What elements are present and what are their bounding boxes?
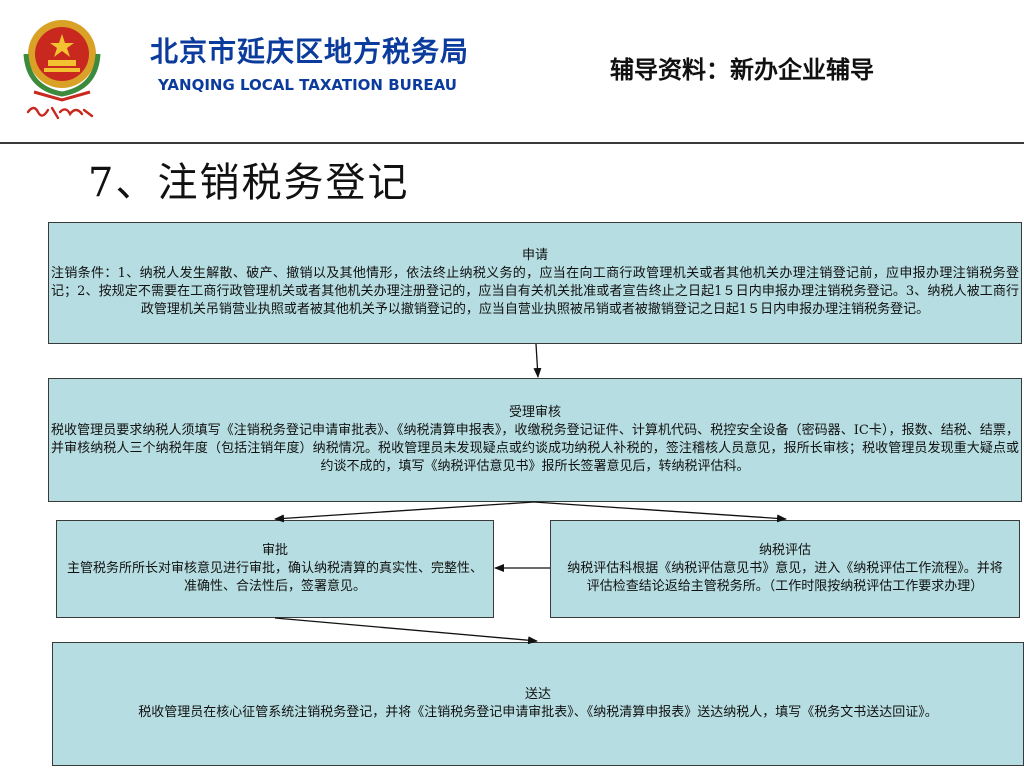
arrow-apply-to-accept [533, 343, 542, 378]
header-divider [0, 142, 1024, 144]
step-approve-body: 主管税务所所长对审核意见进行审批，确认纳税清算的真实性、完整性、准确性、合法性后… [66, 561, 483, 594]
doc-title: 辅导资料：新办企业辅导 [610, 56, 874, 84]
step-approve-title: 审批 [261, 543, 288, 558]
step-deliver-title: 送达 [524, 687, 551, 702]
header: 北京市延庆区地方税务局 YANQING LOCAL TAXATION BUREA… [0, 0, 1024, 144]
step-assess-body: 纳税评估科根据《纳税评估意见书》意见，进入《纳税评估工作流程》。并将评估检查结论… [567, 561, 1003, 594]
org-name-en: YANQING LOCAL TAXATION BUREAU [158, 76, 457, 94]
step-deliver-body: 税收管理员在核心征管系统注销税务登记，并将《注销税务登记申请审批表》、《纳税清算… [138, 705, 938, 720]
step-apply-box: 申请 注销条件：1、纳税人发生解散、破产、撤销以及其他情形，依法终止纳税义务的，… [48, 222, 1022, 344]
step-apply-body: 注销条件：1、纳税人发生解散、破产、撤销以及其他情形，依法终止纳税义务的，应当在… [51, 266, 1019, 317]
step-accept-box: 受理审核 税收管理员要求纳税人须填写《注销税务登记申请审批表》、《纳税清算申报表… [48, 378, 1022, 502]
step-deliver-box: 送达 税收管理员在核心征管系统注销税务登记，并将《注销税务登记申请审批表》、《纳… [52, 642, 1024, 766]
arrow-accept-to-approve [274, 501, 535, 523]
page-title: 7、注销税务登记 [88, 160, 410, 206]
step-assess-box: 纳税评估 纳税评估科根据《纳税评估意见书》意见，进入《纳税评估工作流程》。并将评… [550, 520, 1020, 618]
arrow-accept-to-assess [533, 501, 787, 523]
step-assess-title: 纳税评估 [758, 543, 811, 558]
org-name-cn: 北京市延庆区地方税务局 [150, 35, 470, 68]
arrow-approve-to-deliver [274, 617, 538, 645]
step-apply-title: 申请 [521, 248, 548, 263]
step-accept-body: 税收管理员要求纳税人须填写《注销税务登记申请审批表》、《纳税清算申报表》，收缴税… [51, 423, 1019, 474]
tax-emblem-icon [23, 20, 101, 120]
step-accept-title: 受理审核 [508, 405, 561, 420]
step-approve-box: 审批 主管税务所所长对审核意见进行审批，确认纳税清算的真实性、完整性、准确性、合… [56, 520, 494, 618]
